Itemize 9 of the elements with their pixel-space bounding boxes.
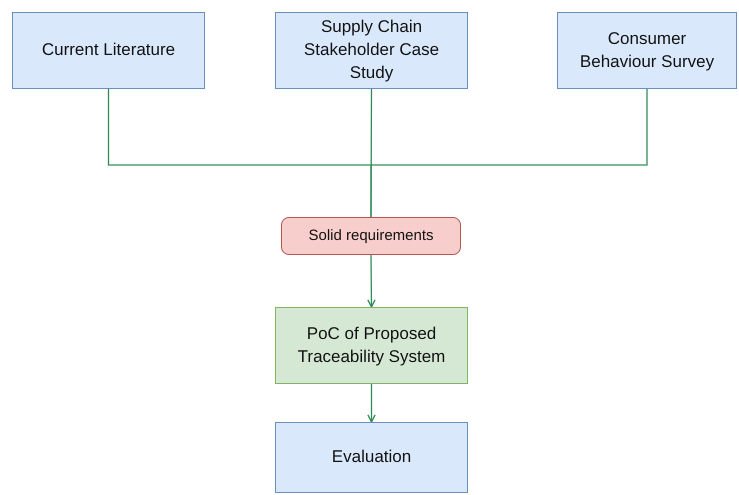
process-box: Evaluation	[275, 422, 468, 493]
requirements-pill: Solid requirements	[281, 217, 461, 255]
process-box: PoC of Proposed Traceability System	[275, 307, 468, 384]
connector-line	[370, 89, 648, 217]
connector-line	[367, 255, 376, 308]
process-box: Current Literature	[12, 12, 205, 89]
process-box: Consumer Behaviour Survey	[557, 12, 737, 89]
connector-line	[367, 384, 376, 423]
process-box: Supply Chain Stakeholder Case Study	[275, 12, 468, 89]
